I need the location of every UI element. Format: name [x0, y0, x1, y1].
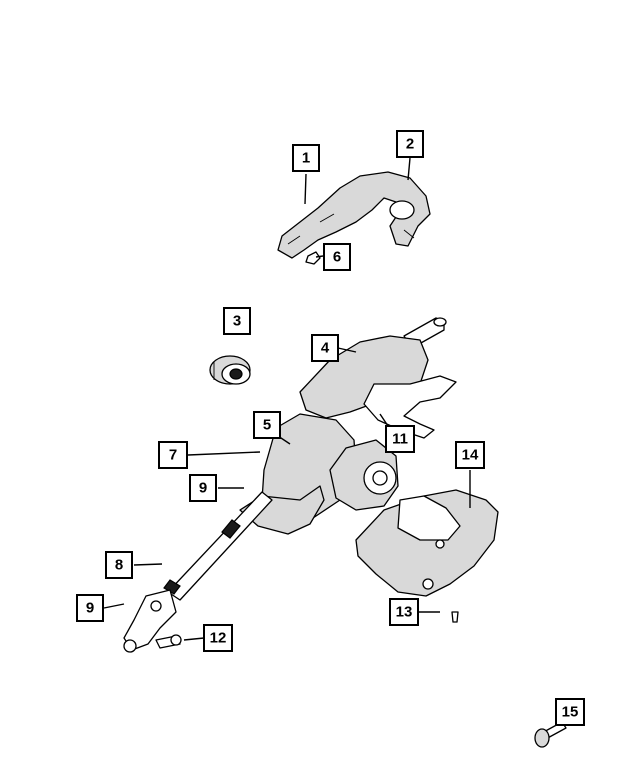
callout-11: 11 [385, 425, 415, 453]
callout-8: 8 [105, 551, 133, 579]
ignition-ring-drawing [209, 355, 251, 385]
bolt-15-drawing [534, 721, 567, 748]
callout-8-label: 8 [115, 557, 123, 574]
callout-13-label: 13 [396, 604, 413, 621]
callout-3: 3 [223, 307, 251, 335]
callout-6-label: 6 [333, 249, 341, 266]
callout-5: 5 [253, 411, 281, 439]
callout-7-label: 7 [169, 447, 177, 464]
callout-9-lower: 9 [76, 594, 104, 622]
callout-12: 12 [203, 624, 233, 652]
callout-9-lower-label: 9 [86, 600, 94, 617]
screw-13-drawing [451, 611, 459, 623]
callout-11-label: 11 [392, 431, 408, 448]
callout-9-upper-label: 9 [199, 480, 207, 497]
callout-6: 6 [323, 243, 351, 271]
callout-1-label: 1 [302, 150, 310, 167]
callout-9-upper: 9 [189, 474, 217, 502]
callout-7: 7 [158, 441, 188, 469]
clip-drawing [305, 251, 321, 265]
upper-shroud-drawing [277, 171, 431, 259]
callout-14-label: 14 [462, 447, 479, 464]
callout-1: 1 [292, 144, 320, 172]
callout-2: 2 [396, 130, 424, 158]
lower-shroud-drawing [355, 489, 499, 597]
callout-12-label: 12 [210, 630, 227, 647]
callout-15-label: 15 [562, 704, 579, 721]
callout-5-label: 5 [263, 417, 271, 434]
callout-13: 13 [389, 598, 419, 626]
callout-3-label: 3 [233, 313, 241, 330]
callout-14: 14 [455, 441, 485, 469]
callout-4: 4 [311, 334, 339, 362]
bolt-12-drawing [155, 634, 182, 649]
callout-15: 15 [555, 698, 585, 726]
callout-2-label: 2 [406, 136, 414, 153]
steering-column-assembly-drawing [123, 317, 457, 653]
callout-4-label: 4 [321, 340, 330, 357]
